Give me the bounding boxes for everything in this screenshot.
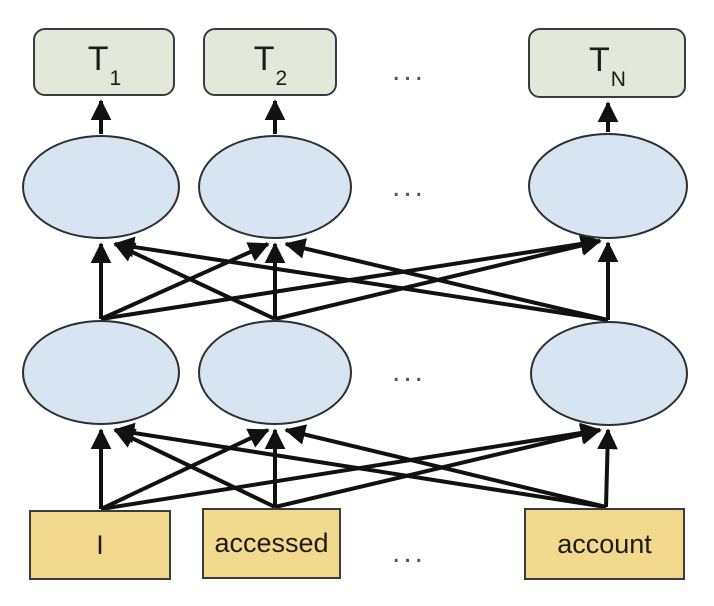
output-node-t2-label: T2	[253, 40, 288, 90]
edges-input-to-hidden-bottom	[90, 422, 618, 511]
hidden-top-layer-ellipsis: ...	[392, 170, 427, 203]
output-node-t2[interactable]: T2	[203, 28, 337, 96]
output-layer-ellipsis: ...	[392, 54, 427, 87]
hidden-bottom-node-2[interactable]	[198, 320, 352, 425]
output-node-tn[interactable]: TN	[528, 28, 686, 98]
input-token-accessed-label: accessed	[214, 528, 329, 558]
edges-hidden-to-output	[90, 99, 619, 134]
hidden-top-node-3[interactable]	[528, 133, 688, 239]
hidden-bottom-layer-ellipsis: ...	[392, 355, 427, 388]
edges-hidden-bottom-to-hidden-top	[90, 233, 619, 322]
input-layer-ellipsis: ...	[392, 536, 427, 569]
input-token-account-label: account	[557, 528, 652, 559]
output-node-t1[interactable]: T1	[33, 28, 175, 96]
hidden-top-node-1[interactable]	[22, 135, 180, 239]
input-token-i[interactable]: I	[29, 510, 171, 580]
hidden-bottom-node-3[interactable]	[530, 321, 688, 426]
hidden-top-node-2[interactable]	[198, 135, 352, 239]
hidden-bottom-node-1[interactable]	[22, 320, 180, 425]
input-token-accessed[interactable]: accessed	[202, 508, 341, 579]
output-node-t1-label: T1	[87, 40, 122, 90]
input-token-account[interactable]: account	[524, 508, 685, 580]
input-token-i-label: I	[96, 529, 104, 560]
output-node-tn-label: TN	[589, 41, 626, 91]
